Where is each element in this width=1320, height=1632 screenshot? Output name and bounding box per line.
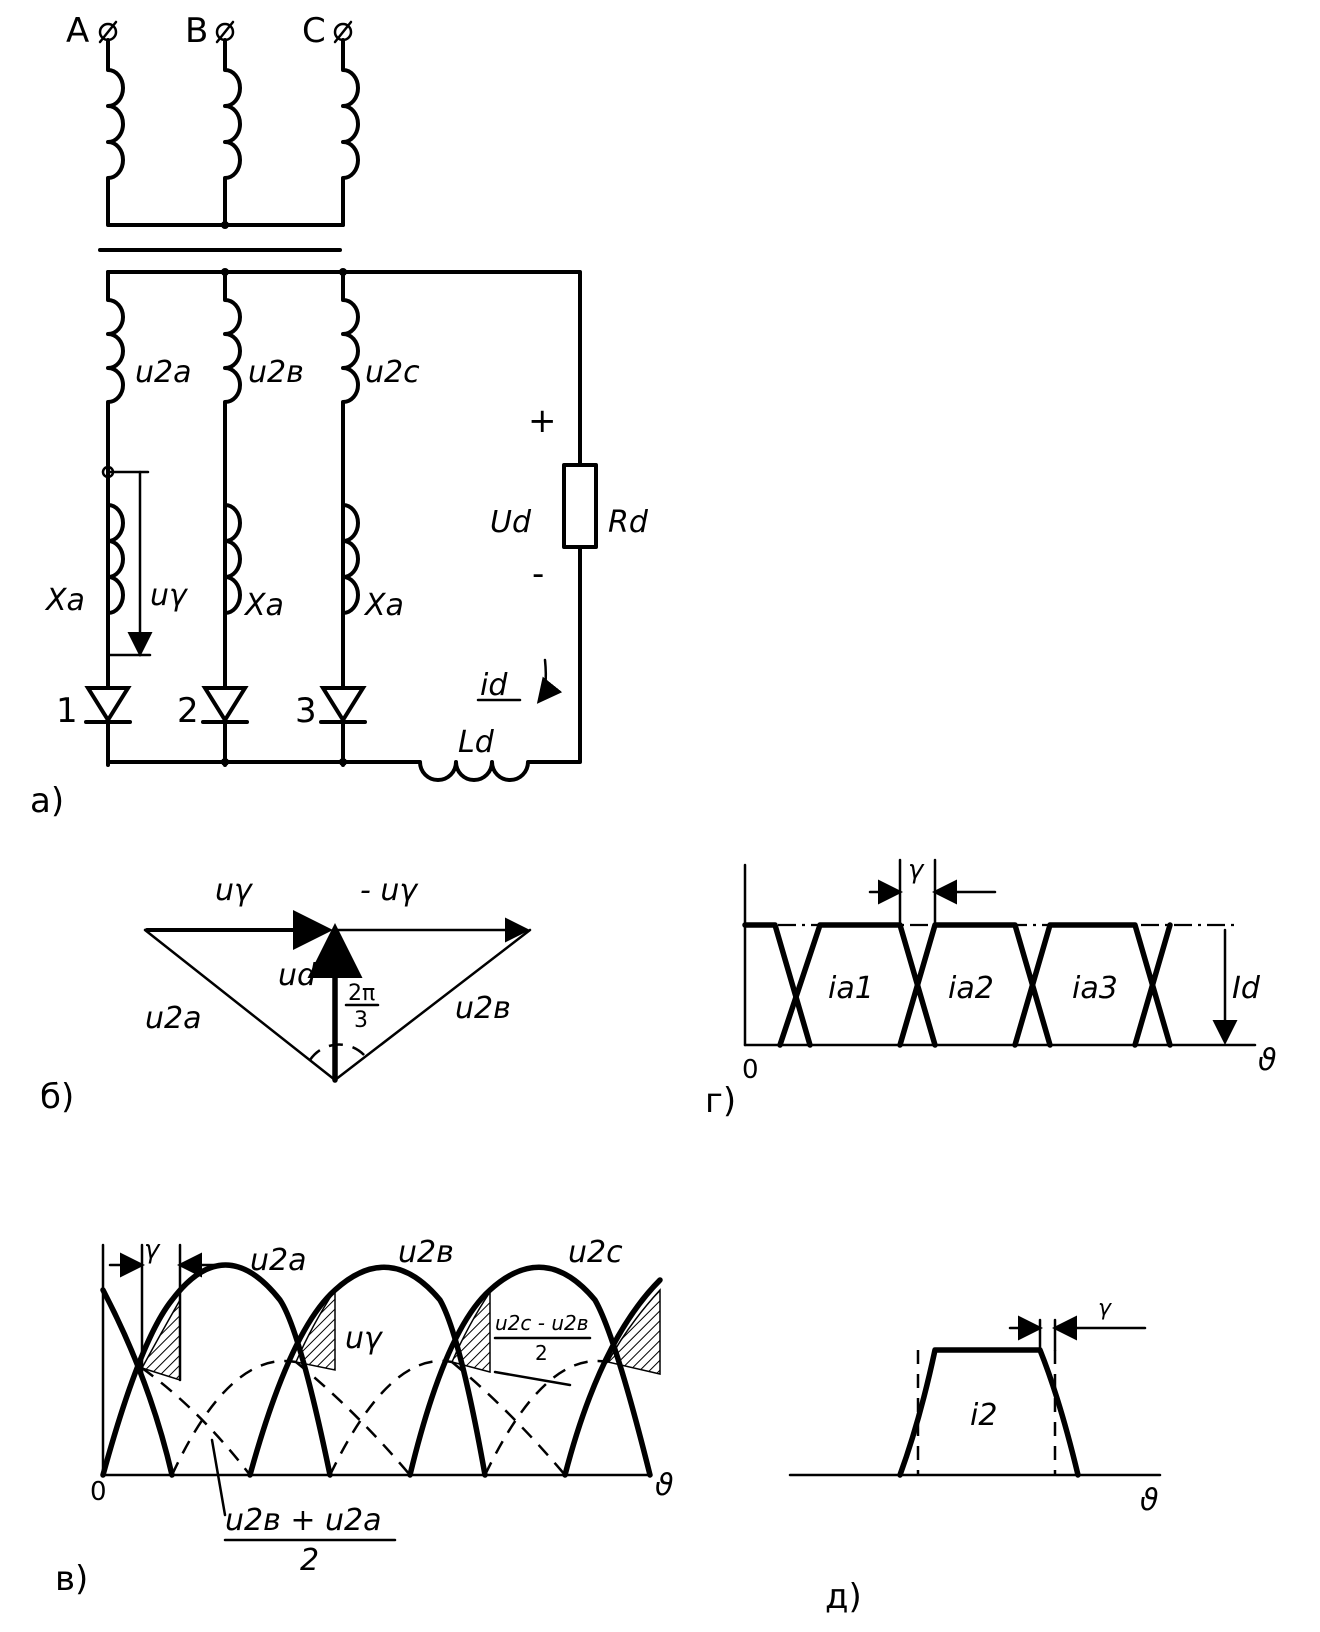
- i2-gamma-label: γ: [1098, 1296, 1112, 1321]
- u2b-vector: [333, 928, 532, 1082]
- currents-origin: 0: [742, 1055, 759, 1085]
- commutation-area-4: [606, 1288, 661, 1375]
- vector-u2b-label: u2в: [455, 991, 511, 1026]
- ia1-next: [1132, 922, 1173, 1048]
- u2a-wave-label: u2a: [250, 1243, 306, 1278]
- u2c-label: u2c: [365, 355, 420, 390]
- panel-a-label: а): [30, 781, 64, 821]
- phase-terminals: A B C: [66, 11, 353, 51]
- currents-gamma-label: γ: [908, 855, 925, 885]
- diode-3-label: 3: [295, 691, 317, 731]
- secondary-circuit: [101, 268, 598, 782]
- voltage-origin: 0: [90, 1477, 107, 1507]
- voltage-waveform-plot: γ u2a u2в u2c uγ u2c - u2в 2 u2в + u2a 2…: [55, 1235, 674, 1599]
- minus-sign: -: [532, 554, 544, 594]
- u2c-wave-label: u2c: [568, 1235, 623, 1270]
- panel-b-label: б): [40, 1077, 74, 1117]
- sum-fraction-numerator: u2в + u2a: [225, 1503, 381, 1538]
- u2a-vector: [143, 928, 337, 1082]
- voltage-u-gamma-label: uγ: [345, 1321, 384, 1356]
- u2b-wave-label: u2в: [398, 1235, 454, 1270]
- id-level-label: Id: [1232, 971, 1261, 1006]
- vector-diagram: uγ - uγ ud 2π 3 u2a u2в б): [40, 873, 532, 1117]
- diode-2-label: 2: [177, 691, 199, 731]
- diodes: 1 2 3: [56, 686, 367, 731]
- xa-label-3: Xa: [363, 588, 404, 623]
- i2-waveform: [897, 1347, 1081, 1478]
- ia3-label: ia3: [1072, 971, 1118, 1006]
- u-gamma-arrow: [106, 470, 153, 657]
- xa-label-2: Xa: [243, 588, 284, 623]
- xa-label-1: Xa: [44, 583, 85, 618]
- u-gamma-label: uγ: [150, 578, 189, 613]
- vector-u-gamma-label: uγ: [215, 873, 254, 908]
- vector-u2a-label: u2a: [145, 1001, 201, 1036]
- plus-sign: +: [528, 401, 557, 441]
- circuit-diagram: A B C: [30, 11, 649, 821]
- diff-fraction-numerator: u2c - u2в: [495, 1311, 589, 1335]
- u2c-wave: [407, 1264, 653, 1478]
- id-label: id: [480, 668, 508, 703]
- ia3-decay: [742, 922, 813, 1048]
- diode-1-label: 1: [56, 691, 78, 731]
- voltage-axis-label: ϑ: [655, 1468, 674, 1503]
- panel-g-label: г): [705, 1081, 736, 1121]
- angle-numerator: 2π: [348, 981, 375, 1006]
- currents-axis-label: ϑ: [1258, 1043, 1277, 1078]
- terminal-a-label: A: [66, 11, 89, 51]
- u2b-label: u2в: [248, 355, 304, 390]
- rd-label: Rd: [608, 505, 649, 540]
- u2b-wave: [247, 1264, 488, 1478]
- ia1-label: ia1: [828, 971, 874, 1006]
- primary-windings: [106, 38, 360, 229]
- id-arrow: [536, 658, 563, 704]
- ld-label: Ld: [458, 725, 495, 760]
- i2-axis-label: ϑ: [1140, 1483, 1159, 1518]
- diff-fraction-denominator: 2: [535, 1341, 548, 1365]
- u2a-wave: [100, 1262, 333, 1478]
- u2c-tail: [100, 1287, 175, 1478]
- vector-ud-label: ud: [278, 958, 317, 993]
- ia2-label: ia2: [948, 971, 994, 1006]
- anode-current-plot: γ ia1 ia2 ia3 Id 0 ϑ г): [705, 855, 1277, 1121]
- voltage-gamma-label: γ: [144, 1235, 161, 1265]
- ud-label: Ud: [490, 505, 532, 540]
- u2a-label: u2a: [135, 355, 191, 390]
- vector-minus-u-gamma-label: - uγ: [360, 873, 419, 908]
- load-resistor: [562, 463, 598, 549]
- i2-label: i2: [970, 1398, 997, 1433]
- angle-arc: [308, 1043, 366, 1061]
- terminal-b-label: B: [185, 11, 208, 51]
- panel-v-label: в): [55, 1559, 88, 1599]
- u2a-next: [562, 1277, 663, 1478]
- terminal-c-label: C: [302, 11, 326, 51]
- smoothing-inductor: [106, 760, 542, 782]
- secondary-current-plot: γ i2 ϑ д): [788, 1296, 1162, 1617]
- panel-d-label: д): [825, 1577, 862, 1617]
- angle-denominator: 3: [354, 1008, 368, 1033]
- sum-fraction-denominator: 2: [300, 1543, 319, 1578]
